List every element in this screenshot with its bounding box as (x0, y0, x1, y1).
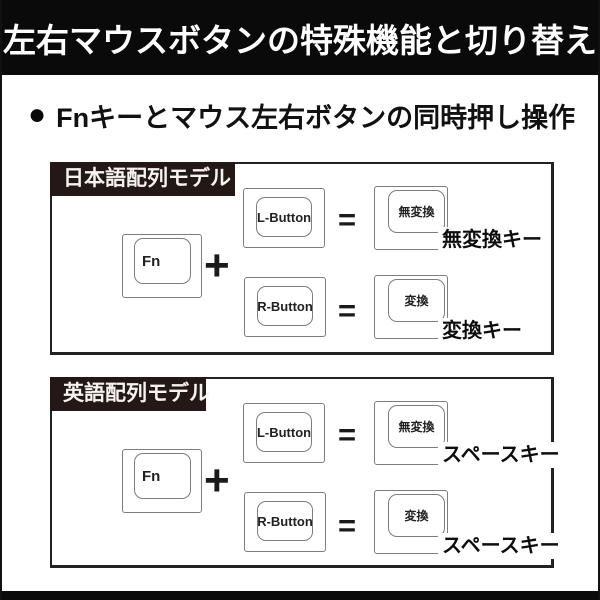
bullet-icon: ● (28, 98, 47, 131)
muhenkan-key-label: 無変換 (398, 420, 435, 434)
right-mouse-button-label: R-Button (257, 298, 313, 314)
fn-key-label: Fn (142, 467, 161, 485)
muhenkan-keycap-top: 無変換 (388, 405, 445, 448)
plus-operator: + (204, 456, 230, 505)
equals-operator: = (338, 293, 357, 328)
henkan-keycap-top: 変換 (388, 494, 445, 537)
plus-operator: + (204, 241, 230, 290)
right-mouse-button-keycap: R-Button (244, 492, 326, 552)
left-mouse-button-keycap: L-Button (243, 188, 325, 248)
section-label-english: 英語配列モデル (50, 377, 210, 411)
muhenkan-keycap-top: 無変換 (388, 190, 445, 233)
right-mouse-button-label: R-Button (257, 513, 313, 529)
fn-keycap-top: Fn (134, 238, 191, 284)
muhenkan-keycap: 無変換 (374, 186, 448, 250)
fn-key-label: Fn (142, 252, 161, 270)
muhenkan-key-label: 無変換 (398, 205, 435, 219)
left-mouse-button-top: L-Button (256, 197, 312, 237)
subtitle-text: Fnキーとマウス左右ボタンの同時押し操作 (56, 102, 576, 133)
equals-operator: = (338, 508, 357, 543)
section-label-japanese: 日本語配列モデル (50, 162, 235, 196)
right-mouse-button-keycap: R-Button (244, 277, 326, 337)
henkan-keycap: 変換 (374, 490, 448, 554)
section-japanese-layout: 日本語配列モデル Fn + L-Button R-Button = = 無変換 (50, 162, 554, 355)
left-mouse-button-label: L-Button (256, 209, 312, 225)
section-english-layout: 英語配列モデル Fn + L-Button R-Button = = 無変換 (50, 377, 562, 568)
right-mouse-button-top: R-Button (257, 286, 313, 326)
equals-operator: = (338, 202, 357, 237)
fn-keycap: Fn (122, 234, 202, 298)
result-label-space-key: スペースキー (438, 533, 562, 559)
henkan-key-label: 変換 (404, 509, 429, 523)
page-title: 左右マウスボタンの特殊機能と切り替え (3, 21, 597, 59)
muhenkan-keycap: 無変換 (374, 401, 448, 465)
equals-operator: = (338, 417, 357, 452)
fn-keycap-top: Fn (134, 453, 191, 499)
result-label-muhenkan-key: 無変換キー (438, 227, 544, 253)
result-label-henkan-key: 変換キー (438, 318, 524, 344)
left-mouse-button-label: L-Button (256, 424, 312, 440)
left-mouse-button-keycap: L-Button (243, 403, 325, 463)
bottom-border (2, 591, 598, 600)
subtitle: ● Fnキーとマウス左右ボタンの同時押し操作 (28, 96, 575, 134)
fn-keycap: Fn (122, 449, 202, 513)
left-mouse-button-top: L-Button (256, 412, 312, 452)
henkan-key-label: 変換 (404, 294, 429, 308)
henkan-keycap: 変換 (374, 275, 448, 339)
title-bar: 左右マウスボタンの特殊機能と切り替え (2, 0, 598, 75)
result-label-space-key: スペースキー (438, 442, 562, 468)
henkan-keycap-top: 変換 (388, 279, 445, 322)
right-mouse-button-top: R-Button (257, 501, 313, 541)
